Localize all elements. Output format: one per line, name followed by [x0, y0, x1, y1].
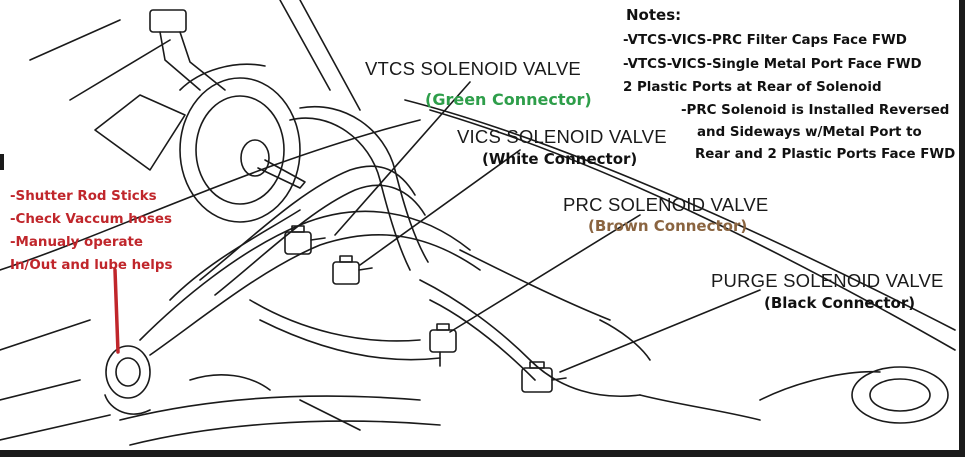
- vtcs-solenoid-cap: [291, 225, 305, 233]
- window-frame-tab: [0, 154, 4, 170]
- vics-connector-label: (White Connector): [482, 150, 638, 168]
- vtcs-solenoid-port: [310, 237, 326, 241]
- vtcs-valve-label: VTCS SOLENOID VALVE: [365, 58, 581, 79]
- prc-solenoid-body: [429, 329, 457, 353]
- note-line-3: 2 Plastic Ports at Rear of Solenoid: [623, 80, 882, 95]
- throttle-linkage: [104, 394, 151, 415]
- throttle-body: [105, 345, 151, 399]
- purge-connector-label: (Black Connector): [764, 294, 916, 312]
- prc-connector-label: (Brown Connector): [588, 217, 748, 235]
- warning-line-1: -Shutter Rod Sticks: [10, 189, 157, 204]
- note-line-1: -VTCS-VICS-PRC Filter Caps Face FWD: [623, 33, 907, 48]
- strut-brace-line: [759, 370, 881, 401]
- prc-valve-label: PRC SOLENOID VALVE: [563, 194, 769, 215]
- warning-line-2: -Check Vaccum hoses: [10, 212, 172, 227]
- frame-line: [69, 39, 171, 101]
- note-line-5: and Sideways w/Metal Port to: [697, 125, 922, 140]
- brake-booster-ring: [195, 95, 285, 205]
- intake-runner: [129, 420, 441, 446]
- frame-line: [0, 379, 81, 401]
- master-cylinder-boss: [240, 139, 270, 177]
- prc-solenoid-cap: [436, 323, 450, 331]
- vacuum-hose: [149, 234, 481, 356]
- intake-runner: [189, 374, 271, 391]
- vics-leader-line: [359, 149, 521, 266]
- throttle-bore: [115, 357, 141, 387]
- purge-leader-line: [559, 289, 761, 373]
- note-line-6: Rear and 2 Plastic Ports Face FWD: [695, 147, 956, 162]
- notes-heading: Notes:: [626, 6, 682, 24]
- booster-hose: [179, 63, 266, 91]
- purge-valve-label: PURGE SOLENOID VALVE: [711, 270, 944, 291]
- top-fitting: [149, 9, 187, 33]
- frame-line: [299, 0, 361, 111]
- prc-leader-line: [449, 214, 641, 333]
- vtcs-leader-line: [334, 81, 471, 236]
- vacuum-hose: [214, 184, 426, 296]
- frame-line: [0, 414, 111, 441]
- vics-solenoid-body: [332, 261, 360, 285]
- bracket: [94, 94, 186, 171]
- intake-runner: [119, 395, 421, 421]
- vacuum-hose: [459, 249, 611, 321]
- hose-line: [639, 394, 761, 421]
- vacuum-hose: [419, 279, 641, 398]
- vacuum-hose: [299, 105, 429, 263]
- vics-solenoid-port: [358, 267, 373, 271]
- vacuum-hose: [429, 299, 536, 381]
- vacuum-hose: [139, 210, 471, 341]
- vacuum-hose: [289, 117, 411, 271]
- vacuum-hose: [249, 299, 421, 342]
- frame-line: [279, 0, 331, 91]
- intake-runner: [299, 399, 361, 431]
- top-fitting-hose: [179, 31, 226, 91]
- vacuum-hose: [599, 319, 651, 361]
- strut-tower: [851, 366, 949, 424]
- fender-seam-line: [404, 99, 956, 331]
- vacuum-hose: [259, 319, 441, 361]
- note-line-2: -VTCS-VICS-Single Metal Port Face FWD: [623, 57, 922, 72]
- vics-valve-label: VICS SOLENOID VALVE: [457, 126, 667, 147]
- warning-line-4: In/Out and lube helps: [10, 258, 173, 273]
- shutter-pointer-line: [113, 268, 120, 354]
- vtcs-connector-label: (Green Connector): [425, 90, 592, 109]
- frame-line: [29, 19, 121, 61]
- vics-solenoid-cap: [339, 255, 353, 263]
- note-line-4: -PRC Solenoid is Installed Reversed: [681, 103, 950, 118]
- window-frame-bottom: [0, 450, 965, 457]
- window-frame-right: [959, 0, 965, 457]
- brake-booster: [179, 77, 301, 223]
- warning-line-3: -Manualy operate: [10, 235, 143, 250]
- master-cylinder: [257, 159, 306, 189]
- frame-line: [0, 319, 91, 351]
- top-fitting-hose: [159, 31, 201, 91]
- strut-tower-cap: [869, 378, 931, 412]
- fender-seam-line: [429, 109, 956, 351]
- purge-solenoid-port: [551, 377, 567, 381]
- vacuum-hose: [169, 209, 301, 301]
- purge-solenoid-cap: [529, 361, 545, 369]
